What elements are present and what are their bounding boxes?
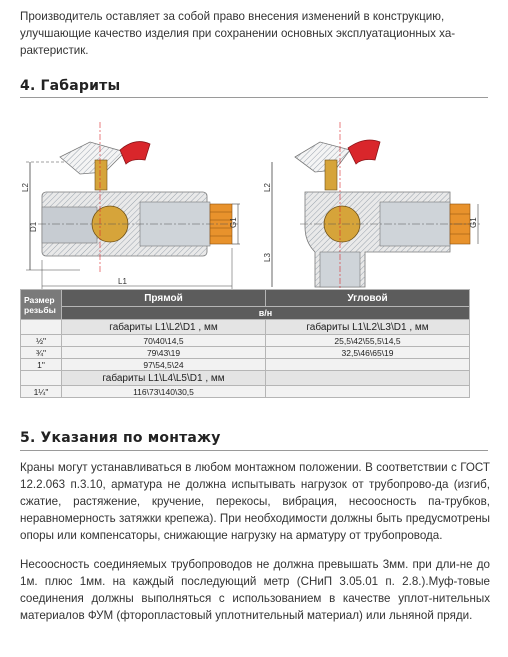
section-divider <box>20 450 488 451</box>
angle-header: Угловой <box>265 289 470 307</box>
dim-label-g1-angle: G1 <box>469 217 478 228</box>
dims-straight-header-2: габариты L1\L4\L5\D1 , мм <box>61 370 266 386</box>
row-size: ¾" <box>20 346 62 359</box>
section-title-installation: 5. Указания по монтажу <box>20 430 221 446</box>
dim-label-l2: L2 <box>21 183 30 192</box>
size-header: Размер резьбы <box>20 289 62 320</box>
dims-empty-cell <box>20 370 62 386</box>
row-size: ½" <box>20 334 62 347</box>
dims-straight-header: габариты L1\L2\D1 , мм <box>61 319 266 335</box>
row-size: 1¼" <box>20 385 62 398</box>
dims-angle-empty <box>265 370 470 386</box>
row-angle-value: 32,5\46\65\19 <box>265 346 470 359</box>
row-angle-value <box>265 385 470 398</box>
straight-header: Прямой <box>61 289 266 307</box>
thread-type-header: в/н <box>61 306 470 320</box>
intro-line: Производитель оставляет за собой право в… <box>20 10 445 23</box>
intro-paragraph: Производитель оставляет за собой право в… <box>20 8 490 59</box>
angle-valve-drawing: L2 L3 G1 G <box>263 122 480 301</box>
dim-label-g1: G1 <box>229 217 238 228</box>
table-row: 1¼" 116\73\140\30,5 <box>20 385 470 398</box>
dim-label-d1: D1 <box>29 221 38 232</box>
straight-valve-drawing: L2 D1 G1 L1 <box>21 122 240 290</box>
table-row: ¾" 79\43\19 32,5\46\65\19 <box>20 346 470 359</box>
row-size: 1" <box>20 358 62 371</box>
row-straight-value: 97\54,5\24 <box>61 358 266 371</box>
dimensions-table: Размер резьбы Прямой Угловой в/н габарит… <box>20 289 470 398</box>
dim-label-l3-angle: L3 <box>263 253 272 262</box>
valve-dimension-drawings: L2 D1 G1 L1 L2 L3 <box>21 122 480 301</box>
section-divider <box>20 97 488 98</box>
row-angle-value: 25,5\42\55,5\14,5 <box>265 334 470 347</box>
row-straight-value: 70\40\14,5 <box>61 334 266 347</box>
installation-paragraph-2: Несоосность соединяемых трубопроводов не… <box>20 558 490 622</box>
dims-angle-header: габариты L1\L2\L3\D1 , мм <box>265 319 470 335</box>
dims-empty-cell <box>20 319 62 335</box>
row-straight-value: 116\73\140\30,5 <box>61 385 266 398</box>
dim-label-l2-angle: L2 <box>263 183 272 192</box>
table-row: 1" 97\54,5\24 <box>20 358 470 371</box>
dim-label-l1: L1 <box>118 277 127 286</box>
table-row: ½" 70\40\14,5 25,5\42\55,5\14,5 <box>20 334 470 347</box>
installation-paragraph-1: Краны могут устанавливаться в любом монт… <box>20 461 490 542</box>
row-straight-value: 79\43\19 <box>61 346 266 359</box>
intro-line: рактеристик. <box>20 44 89 57</box>
row-angle-value <box>265 358 470 371</box>
section-title-dimensions: 4. Габариты <box>20 78 121 94</box>
intro-line: улучшающие качество изделия при сохранен… <box>20 27 456 40</box>
